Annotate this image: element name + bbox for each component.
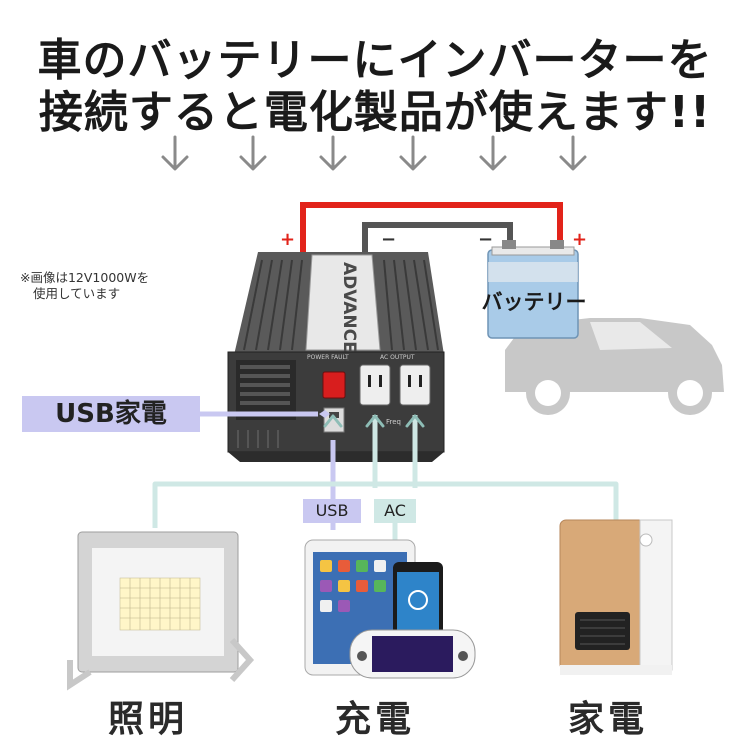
negative-marker-left: − (381, 229, 396, 250)
down-arrow-icon (161, 135, 189, 171)
category-appliance: 家電 (567, 699, 648, 740)
inverter-icon (227, 252, 445, 462)
negative-marker-right: − (478, 229, 493, 250)
positive-marker-right: + (572, 229, 587, 250)
ac-tag: AC (374, 499, 416, 523)
usb-tag: USB (303, 499, 361, 523)
down-arrow-icon (239, 135, 267, 171)
devices-icon (304, 539, 476, 679)
image-note-line-2: 使用しています (33, 286, 121, 301)
down-arrow-icon (399, 135, 427, 171)
image-note-line-1: ※画像は12V1000Wを (20, 270, 150, 285)
headline-line-1: 車のバッテリーにインバーターを (37, 35, 713, 86)
ac-connection (152, 415, 619, 540)
brand-label: ADVANCE (339, 262, 359, 353)
battery-label: バッテリー (481, 290, 587, 314)
power-fault-label: POWER FAULT (307, 354, 349, 361)
up-arrow-icons (323, 414, 425, 428)
down-arrow-icons (161, 135, 587, 171)
ac-outlet-left (359, 364, 391, 406)
image-note: ※画像は12V1000Wを 使用しています (20, 270, 220, 302)
floodlight-icon (67, 531, 255, 691)
headline-line-2: 接続すると電化製品が使えます!! (38, 87, 712, 138)
down-arrow-icon (479, 135, 507, 171)
positive-marker-left: + (280, 229, 295, 250)
battery-icon (487, 240, 579, 339)
ac-outlet-right (399, 364, 431, 406)
category-lighting: 照明 (107, 699, 188, 740)
ac-output-label: AC OUTPUT (380, 354, 415, 361)
usb-home-appliance-tag: USB家電 (22, 396, 200, 432)
ceramic-heater-icon (559, 519, 673, 675)
category-charging: 充電 (334, 699, 415, 740)
down-arrow-icon (559, 135, 587, 171)
negative-cable (362, 222, 513, 262)
freq-label: Freq (386, 418, 401, 426)
usb-home-arrow (200, 410, 330, 418)
power-switch (322, 371, 346, 399)
down-arrow-icon (319, 135, 347, 171)
positive-cable (300, 202, 563, 258)
